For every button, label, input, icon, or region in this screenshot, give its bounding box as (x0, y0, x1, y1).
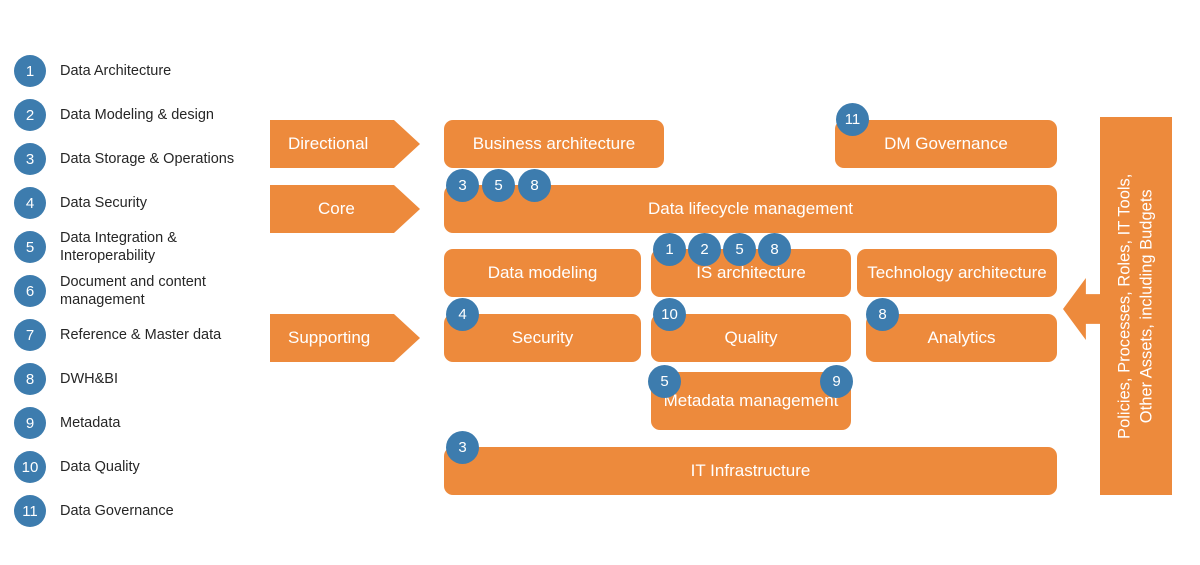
legend-item-11: 11 Data Governance (14, 492, 264, 530)
enablers-bar-text: Policies, Processes, Roles, IT Tools, Ot… (1114, 173, 1159, 438)
badge-is-architecture-8: 8 (758, 233, 791, 266)
legend-badge-1: 1 (14, 55, 46, 87)
legend-item-7: 7 Reference & Master data (14, 316, 264, 354)
box-quality: Quality (651, 314, 851, 362)
legend-badge-4: 4 (14, 187, 46, 219)
box-analytics: Analytics (866, 314, 1057, 362)
legend-item-1: 1 Data Architecture (14, 52, 264, 90)
legend-item-3: 3 Data Storage & Operations (14, 140, 264, 178)
legend-badge-10: 10 (14, 451, 46, 483)
box-it-infrastructure: IT Infrastructure (444, 447, 1057, 495)
legend-label-4: Data Security (60, 194, 148, 211)
legend-label-7: Reference & Master data (60, 326, 222, 343)
legend-item-10: 10 Data Quality (14, 448, 264, 486)
badge-is-architecture-1: 1 (653, 233, 686, 266)
box-dm-governance: DM Governance (835, 120, 1057, 168)
legend-item-2: 2 Data Modeling & design (14, 96, 264, 134)
legend-badge-9: 9 (14, 407, 46, 439)
legend-item-4: 4 Data Security (14, 184, 264, 222)
legend-badge-11: 11 (14, 495, 46, 527)
legend-item-9: 9 Metadata (14, 404, 264, 442)
category-arrow-supporting: Supporting (270, 314, 420, 362)
enablers-line-2: Other Assets, including Budgets (1138, 189, 1156, 423)
legend-label-2: Data Modeling & design (60, 106, 214, 123)
box-security: Security (444, 314, 641, 362)
badge-it-infrastructure-3: 3 (446, 431, 479, 464)
legend-badge-8: 8 (14, 363, 46, 395)
category-arrow-directional: Directional (270, 120, 420, 168)
badge-security-4: 4 (446, 298, 479, 331)
legend-badge-7: 7 (14, 319, 46, 351)
legend-label-5: Data Integration & Interoperability (60, 229, 177, 264)
badge-is-architecture-5: 5 (723, 233, 756, 266)
badge-dm-governance-11: 11 (836, 103, 869, 136)
box-data-modeling: Data modeling (444, 249, 641, 297)
badge-lifecycle-5: 5 (482, 169, 515, 202)
legend-label-9: Metadata (60, 414, 121, 431)
legend-badge-2: 2 (14, 99, 46, 131)
badge-lifecycle-3: 3 (446, 169, 479, 202)
badge-analytics-8: 8 (866, 298, 899, 331)
legend-label-10: Data Quality (60, 458, 140, 475)
badge-lifecycle-8: 8 (518, 169, 551, 202)
legend-item-5: 5 Data Integration & Interoperability (14, 228, 264, 266)
category-arrow-core: Core (270, 185, 420, 233)
legend-item-6: 6 Document and content management (14, 272, 264, 310)
legend-label-11: Data Governance (60, 502, 174, 519)
box-business-architecture: Business architecture (444, 120, 664, 168)
badge-quality-10: 10 (653, 298, 686, 331)
legend-badge-3: 3 (14, 143, 46, 175)
legend-item-8: 8 DWH&BI (14, 360, 264, 398)
legend-label-6: Document and content management (60, 273, 206, 308)
box-technology-architecture: Technology architecture (857, 249, 1057, 297)
enablers-line-1: Policies, Processes, Roles, IT Tools, (1115, 173, 1134, 439)
legend-label-8: DWH&BI (60, 370, 118, 387)
legend: 1 Data Architecture 2 Data Modeling & de… (14, 52, 264, 536)
enablers-bar: Policies, Processes, Roles, IT Tools, Ot… (1100, 117, 1172, 495)
box-metadata-management: Metadata management (651, 372, 851, 430)
badge-metadata-9: 9 (820, 365, 853, 398)
legend-label-3: Data Storage & Operations (60, 150, 235, 167)
legend-badge-5: 5 (14, 231, 46, 263)
badge-is-architecture-2: 2 (688, 233, 721, 266)
legend-label-1: Data Architecture (60, 62, 172, 79)
badge-metadata-5: 5 (648, 365, 681, 398)
legend-badge-6: 6 (14, 275, 46, 307)
